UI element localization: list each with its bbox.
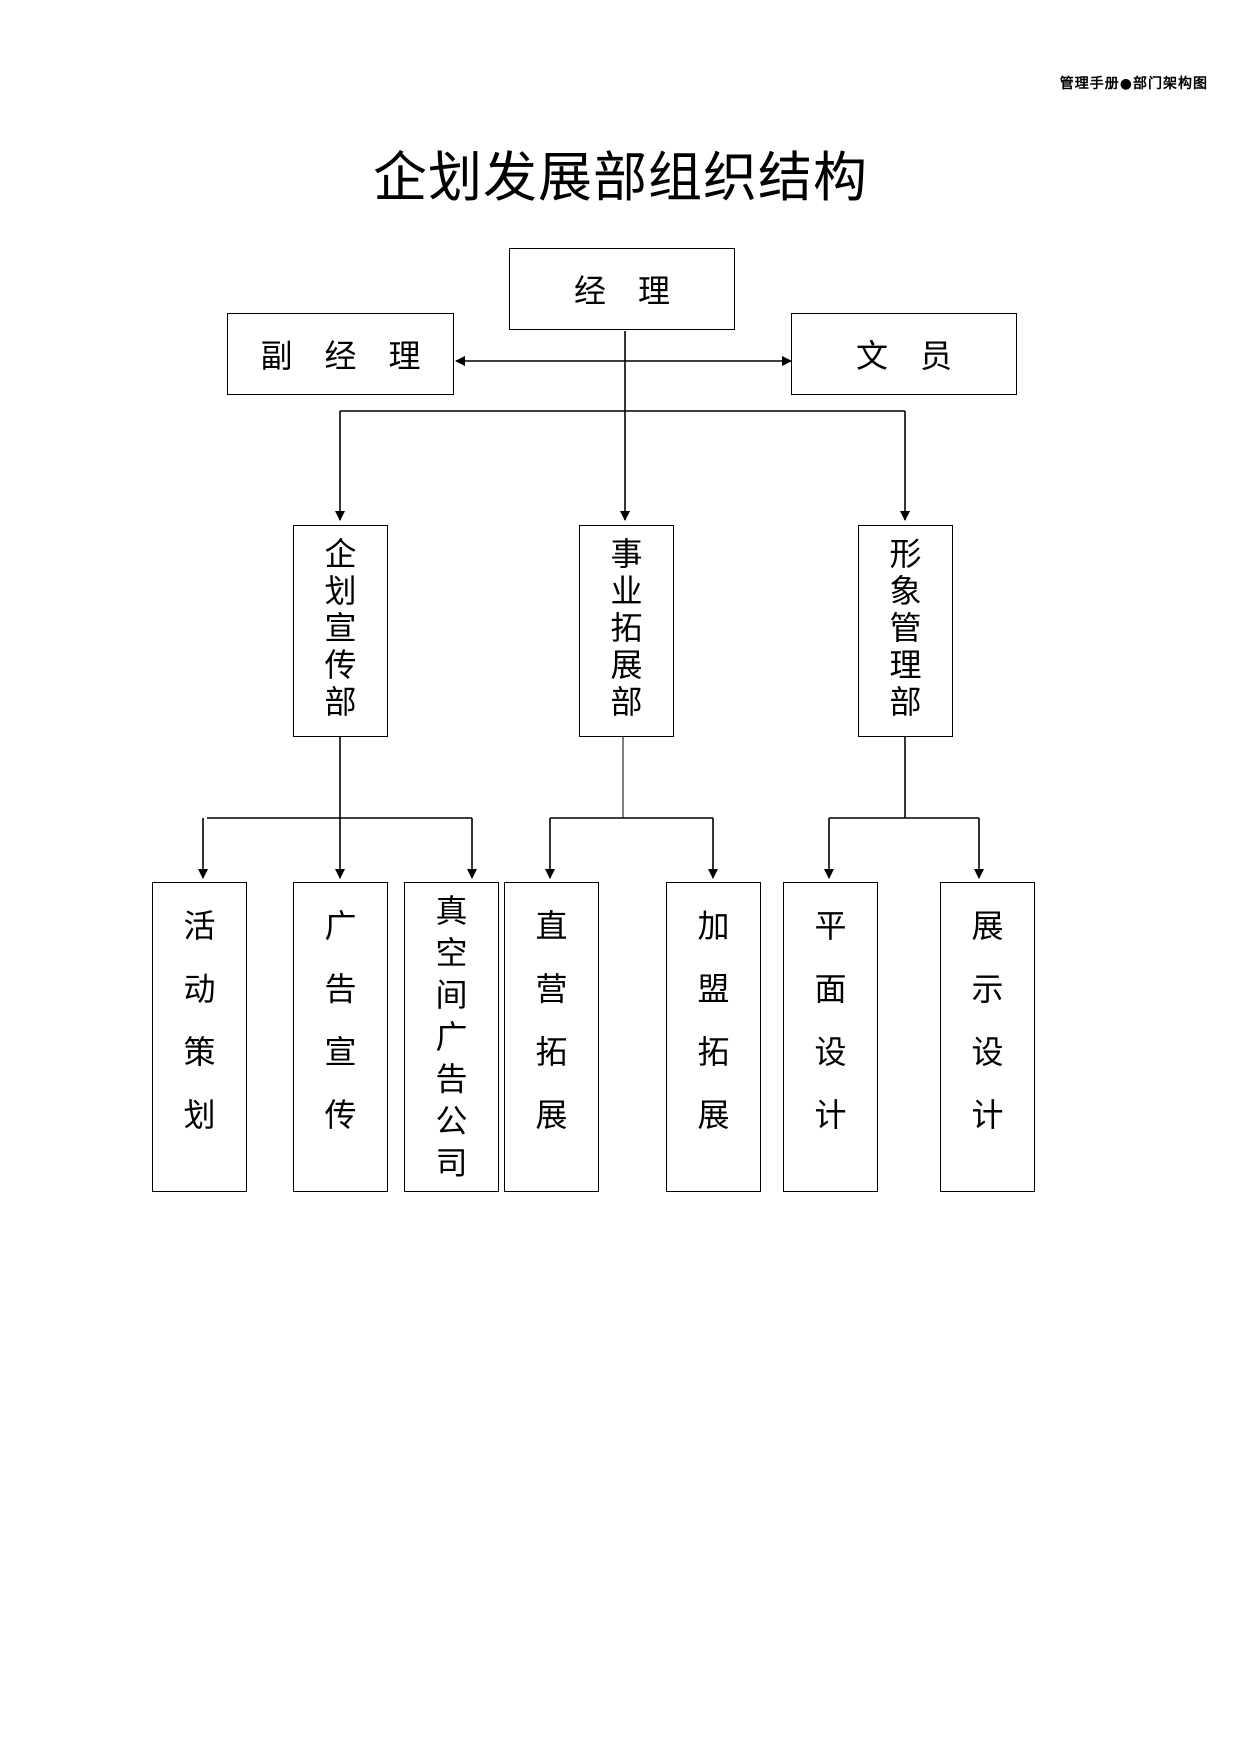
node-label-char: 理 [889, 646, 922, 684]
node-label-char: 设 [971, 1033, 1004, 1071]
node-label-char: 示 [971, 970, 1004, 1008]
node-label-char: 告 [324, 970, 357, 1008]
node-activity-planning: 活动策划 [152, 882, 247, 1192]
node-label-char: 间 [435, 976, 468, 1014]
page-title: 企划发展部组织结构 [373, 146, 868, 209]
node-label-char: 宣 [324, 1033, 357, 1071]
node-label-char: 计 [814, 1096, 847, 1134]
node-label-char: 公 [435, 1102, 468, 1140]
node-label-char: 动 [183, 970, 216, 1008]
node-label-char: 宣 [324, 609, 357, 647]
node-label-char: 直 [535, 907, 568, 945]
node-manager: 经 理 [509, 248, 735, 330]
node-label-char: 盟 [697, 970, 730, 1008]
node-label-char: 司 [435, 1144, 468, 1182]
node-label-char: 面 [814, 970, 847, 1008]
node-label-char: 设 [814, 1033, 847, 1071]
node-label-char: 平 [814, 907, 847, 945]
node-label-char: 部 [889, 683, 922, 721]
node-image-dept: 形象管理部 [858, 525, 953, 737]
node-label-char: 真 [435, 892, 468, 930]
node-label-char: 划 [183, 1096, 216, 1134]
node-label-char: 广 [435, 1018, 468, 1056]
node-label-char: 策 [183, 1033, 216, 1071]
node-label-char: 营 [535, 970, 568, 1008]
node-label-char: 告 [435, 1060, 468, 1098]
node-direct-expansion: 直营拓展 [504, 882, 599, 1192]
node-label-char: 展 [697, 1096, 730, 1134]
node-label-char: 传 [324, 646, 357, 684]
node-vacuum-ad-company: 真空间广告公司 [404, 882, 499, 1192]
node-label-char: 拓 [697, 1033, 730, 1071]
header-note: 管理手册●部门架构图 [1059, 76, 1208, 92]
node-label-char: 管 [889, 609, 922, 647]
node-label-char: 广 [324, 907, 357, 945]
node-label-char: 计 [971, 1096, 1004, 1134]
node-graphic-design: 平面设计 [783, 882, 878, 1192]
node-label-char: 拓 [610, 609, 643, 647]
node-label-char: 展 [535, 1096, 568, 1134]
node-label-char: 加 [697, 907, 730, 945]
node-label-char: 企 [324, 535, 357, 573]
node-label-char: 部 [610, 683, 643, 721]
node-display-design: 展示设计 [940, 882, 1035, 1192]
node-label-char: 部 [324, 683, 357, 721]
node-label-char: 事 [610, 535, 643, 573]
node-label-char: 展 [971, 907, 1004, 945]
node-label-char: 空 [435, 934, 468, 972]
node-clerk: 文 员 [791, 313, 1017, 395]
node-business-dept: 事业拓展部 [579, 525, 674, 737]
node-planning-dept: 企划宣传部 [293, 525, 388, 737]
node-label-char: 形 [889, 535, 922, 573]
node-label-char: 拓 [535, 1033, 568, 1071]
node-label-char: 业 [610, 572, 643, 610]
node-label-char: 活 [183, 907, 216, 945]
node-label-char: 象 [889, 572, 922, 610]
node-label-char: 划 [324, 572, 357, 610]
node-label-char: 传 [324, 1096, 357, 1134]
node-label-char: 展 [610, 646, 643, 684]
node-franchise-expansion: 加盟拓展 [666, 882, 761, 1192]
node-deputy-manager: 副 经 理 [227, 313, 454, 395]
node-advertising: 广告宣传 [293, 882, 388, 1192]
